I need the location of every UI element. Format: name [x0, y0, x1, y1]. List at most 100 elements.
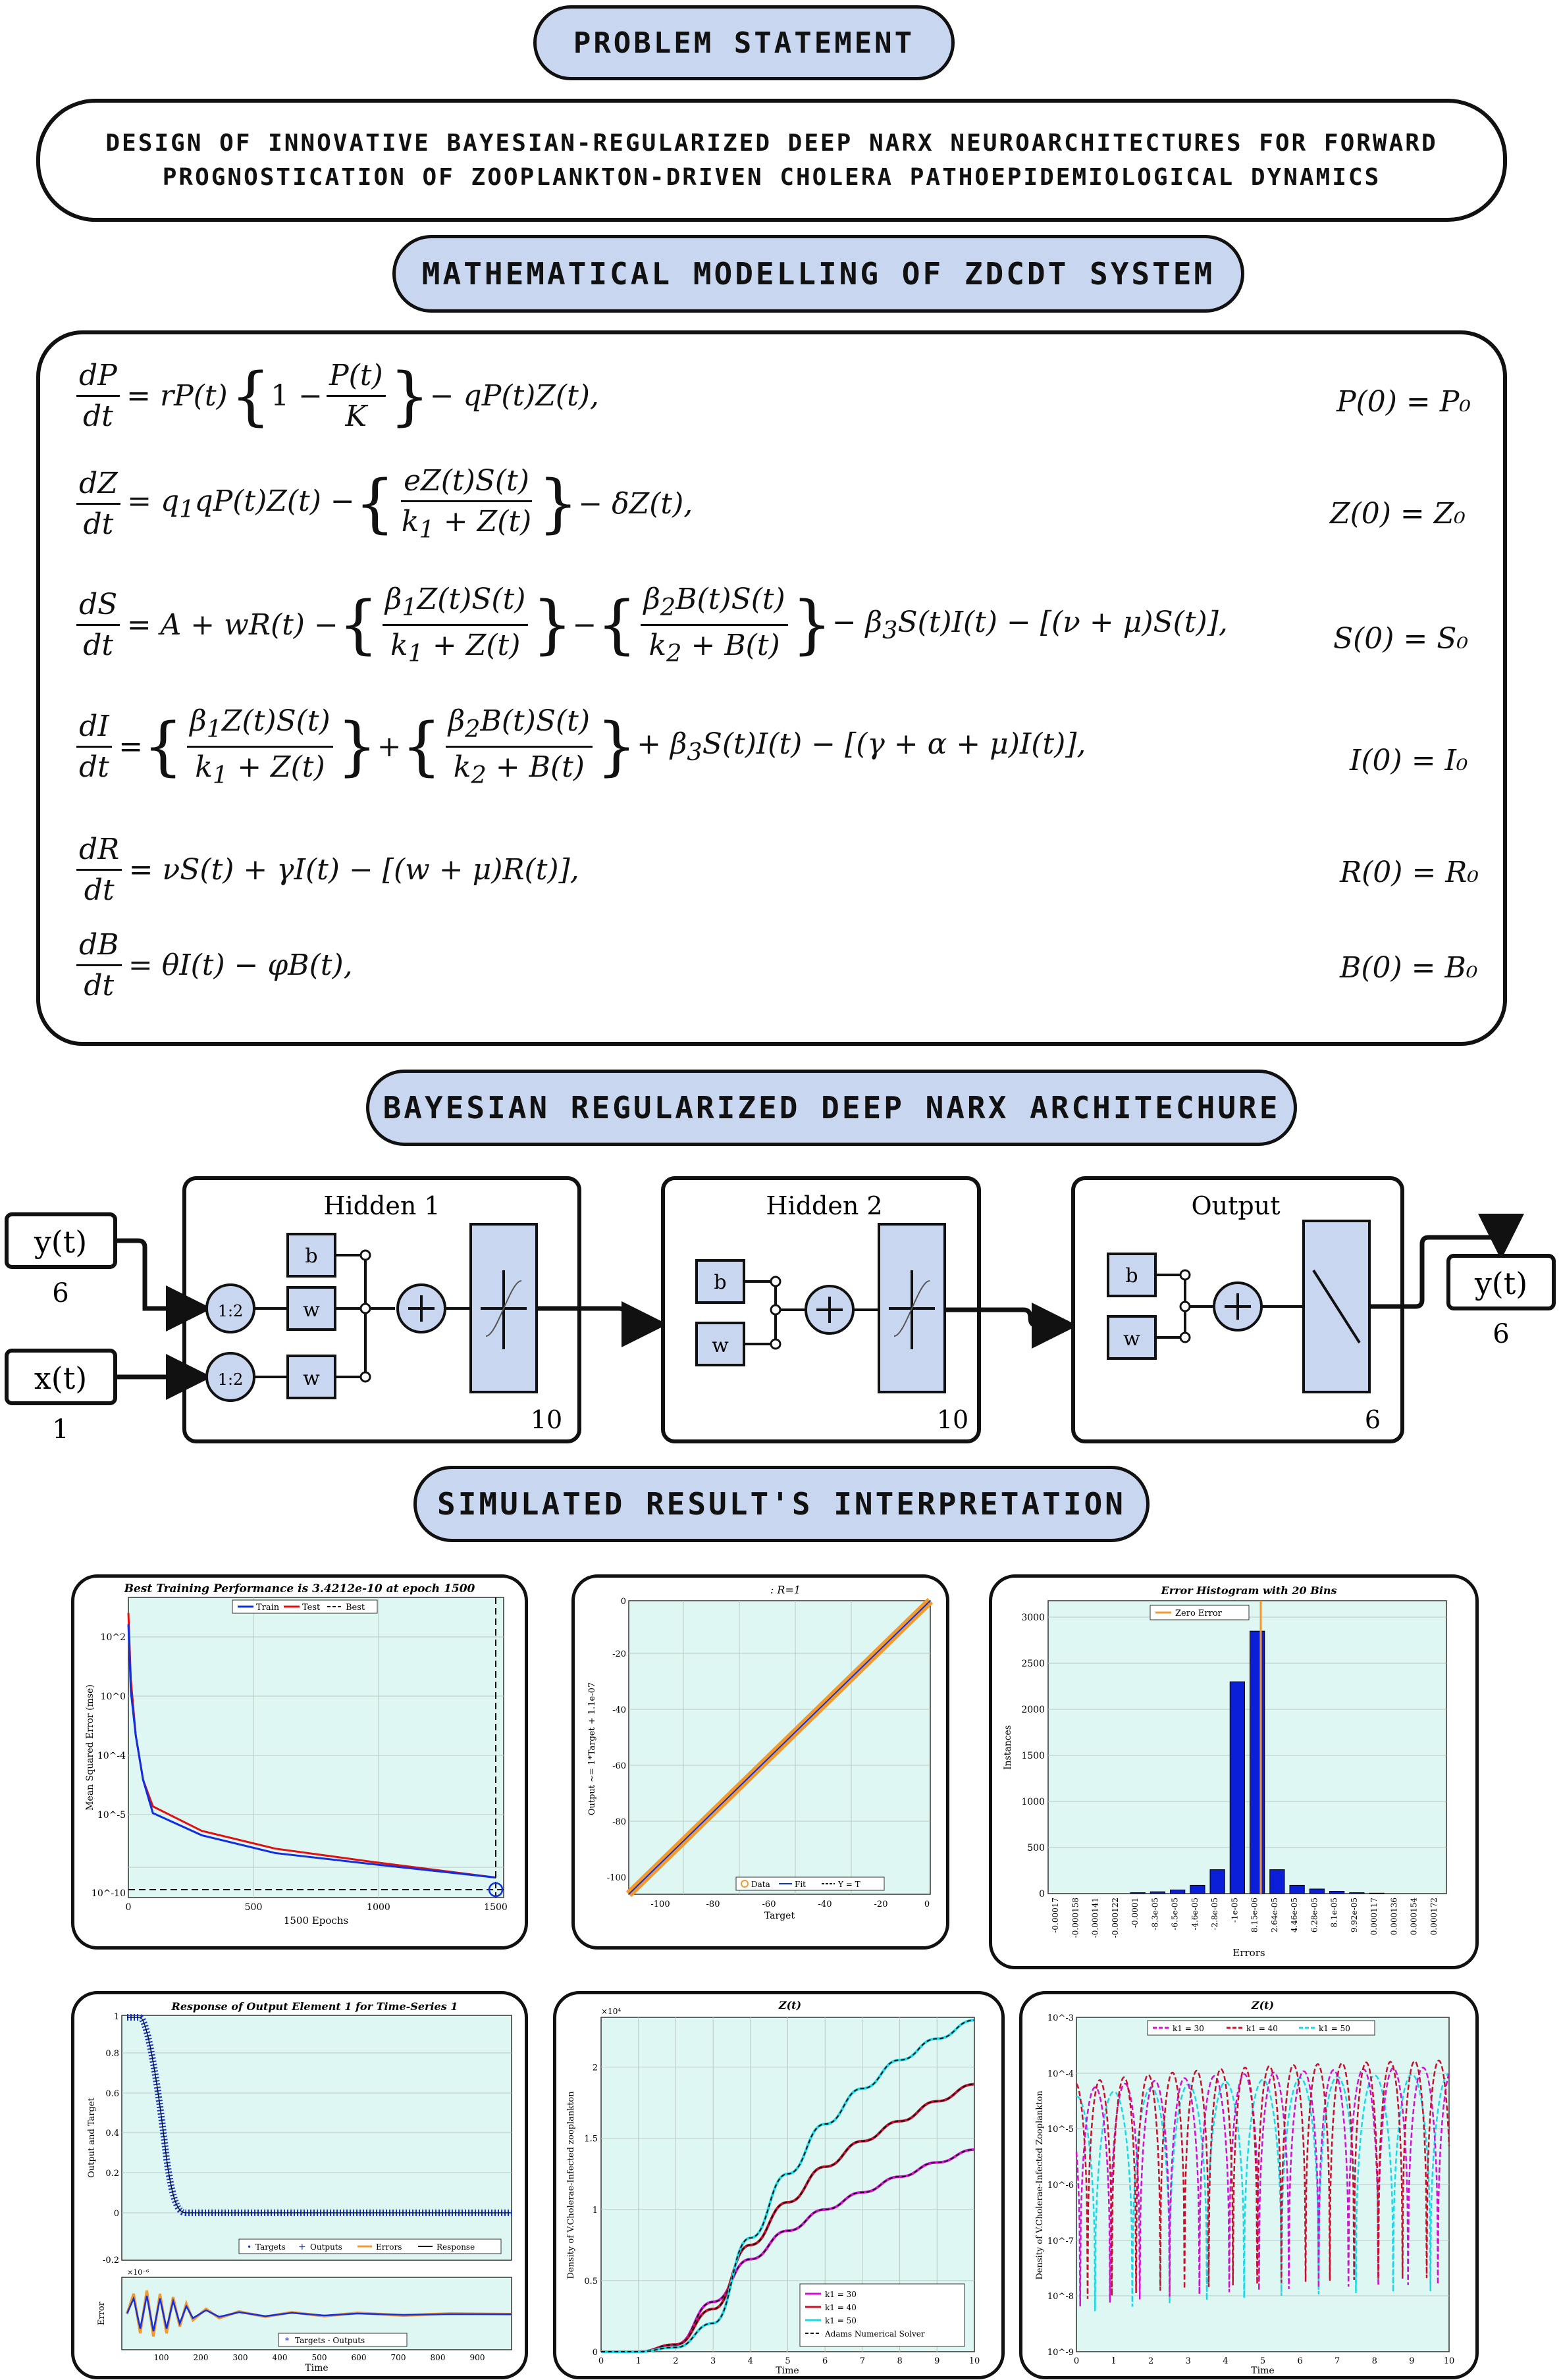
resp-xtick: 400	[273, 2353, 288, 2362]
delay-label-x: 1:2	[218, 1370, 244, 1389]
zt-xtick: 0	[598, 2356, 604, 2366]
ztlog-ytick-4: 10^-4	[1047, 2069, 1074, 2079]
hist-xtick: 6.28e-05	[1310, 1898, 1319, 1932]
resp-xlabel: Time	[305, 2363, 328, 2373]
reg-ytick-20: -20	[612, 1649, 626, 1659]
hist-xtick: 8.15e-06	[1250, 1898, 1259, 1932]
perf-xtick-1500: 1500	[484, 1902, 508, 1913]
zt-xtick: 9	[934, 2356, 939, 2366]
zt-legend-adams: Adams Numerical Solver	[824, 2329, 925, 2339]
hist-xtick: 0.000172	[1429, 1898, 1439, 1935]
hist-xtick: 0.000136	[1389, 1898, 1398, 1935]
hist-bar	[1289, 1884, 1305, 1894]
zt-ytick: 1	[593, 2206, 598, 2215]
zt-xtick: 3	[710, 2356, 716, 2366]
hist-bar	[1269, 1869, 1285, 1894]
hidden2-bias-label: b	[714, 1271, 726, 1294]
reg-xtick-80: -80	[706, 1900, 720, 1909]
hist-bar	[1170, 1889, 1186, 1894]
zt-title: Z(t)	[778, 1999, 801, 2011]
ztlog-legend-k40: k1 = 40	[1246, 2024, 1278, 2033]
ic-B: B(0) = B₀	[1340, 951, 1478, 985]
perf-ylabel: Mean Squared Error (mse)	[85, 1684, 95, 1811]
zt-ytick: 2	[593, 2063, 598, 2073]
hidden1-weight-x-label: w	[303, 1367, 320, 1390]
resp-xtick: 600	[352, 2353, 367, 2362]
panel-zt-linear: Z(t) ×10⁴ k1 = 30 k1 = 40 k1 = 50 Adams …	[553, 1991, 1005, 2379]
resp-ytick-0: 0	[114, 2209, 119, 2219]
input-y-size: 6	[52, 1278, 68, 1308]
zt-adams-overlay	[600, 2019, 975, 2352]
hidden2-weight	[695, 1322, 745, 1366]
reg-xtick-60: -60	[762, 1900, 776, 1909]
hidden1-weight-y-label: w	[303, 1299, 320, 1322]
hist-ylabel: Instances	[1003, 1725, 1013, 1770]
resp-ylabel: Output and Target	[87, 2097, 97, 2178]
zt-legend-k40: k1 = 40	[825, 2303, 857, 2312]
ztlog-legend-k50: k1 = 50	[1319, 2024, 1350, 2033]
hist-bar	[1190, 1884, 1205, 1894]
zt-legend-k50: k1 = 50	[825, 2316, 857, 2325]
delay-label-y: 1:2	[218, 1302, 244, 1320]
hist-bar	[1130, 1892, 1146, 1894]
zt-xtick: 7	[860, 2356, 865, 2366]
ic-R: R(0) = R₀	[1340, 856, 1479, 889]
ztlog-ytick-8: 10^-8	[1047, 2292, 1074, 2302]
ztlog-xlabel: Time	[1251, 2366, 1274, 2376]
resp-error-legend: Targets - Outputs	[295, 2336, 365, 2345]
perf-ytick-4: 10^-5	[97, 1810, 126, 1821]
chart-zt-log: Z(t) k1 = 30 k1 = 40 k1 = 50 10^-3 10^-4…	[1035, 1999, 1455, 2376]
resp-error-ylabel: Error	[97, 2301, 107, 2325]
hist-ytick-1000: 1000	[1021, 1797, 1045, 1807]
zt-exponent: ×10⁴	[601, 2007, 621, 2016]
ztlog-xtick: 5	[1260, 2356, 1265, 2366]
chart-regression: : R=1 Data Fit Y = T 0 -20 -40 -60 -80 -…	[587, 1584, 934, 1921]
perf-ytick-5: 10^-10	[92, 1888, 126, 1899]
hidden1-bias-label: b	[305, 1245, 317, 1268]
ztlog-ytick-5: 10^-5	[1047, 2125, 1074, 2134]
hist-ytick-2500: 2500	[1021, 1659, 1045, 1669]
perf-legend-best: Best	[346, 1603, 365, 1613]
zt-ytick: 1.5	[584, 2134, 598, 2144]
zt-xtick: 6	[822, 2356, 828, 2366]
hist-xtick: -0.00017	[1051, 1898, 1060, 1933]
zt-xtick: 4	[748, 2356, 753, 2366]
resp-xtick: 200	[194, 2353, 209, 2362]
ic-I: I(0) = I₀	[1350, 744, 1468, 777]
hist-xtick: 4.46e-05	[1290, 1898, 1299, 1932]
input-x-size: 1	[52, 1414, 68, 1445]
hist-xtick: -0.000141	[1091, 1898, 1100, 1938]
header-problem-statement: PROBLEM STATEMENT	[533, 5, 955, 80]
hist-xtick: -2.8e-05	[1210, 1898, 1219, 1930]
problem-title-line2: PROGNOSTICATION OF ZOOPLANKTON-DRIVEN CH…	[162, 163, 1381, 191]
hist-bar	[1369, 1892, 1385, 1894]
input-y-label: y(t)	[34, 1224, 87, 1260]
hist-bar	[1309, 1888, 1325, 1894]
reg-ytick-80: -80	[612, 1817, 626, 1827]
narx-architecture-diagram: y(t) 6 x(t) 1 Hidden 1 10 1:2 1:2 b w w …	[5, 1176, 1556, 1445]
ztlog-series-k30	[1075, 2066, 1450, 2307]
hidden2-label: Hidden 2	[766, 1191, 882, 1220]
hist-xtick: -0.000158	[1071, 1898, 1080, 1938]
problem-title-line1: DESIGN OF INNOVATIVE BAYESIAN-REGULARIZE…	[105, 129, 1438, 157]
hist-xtick: 0.000117	[1369, 1898, 1379, 1935]
hidden2-bias	[695, 1259, 745, 1304]
hist-ytick-1500: 1500	[1021, 1751, 1045, 1761]
resp-legend-outputs: Outputs	[310, 2242, 342, 2252]
ztlog-xtick: 0	[1074, 2356, 1079, 2366]
reg-legend-data: Data	[751, 1880, 770, 1889]
hist-xtick: -1e-05	[1230, 1898, 1239, 1923]
output-y-size: 6	[1493, 1319, 1509, 1349]
ztlog-ytick-9: 10^-9	[1047, 2348, 1074, 2358]
ztlog-legend-k30: k1 = 30	[1173, 2024, 1204, 2033]
hist-bar	[1250, 1630, 1265, 1894]
perf-xlabel: 1500 Epochs	[284, 1915, 348, 1927]
ztlog-xtick: 7	[1335, 2356, 1340, 2366]
output-y-box	[1446, 1254, 1556, 1310]
equations-box	[36, 330, 1507, 1046]
resp-legend-errors: Errors	[376, 2242, 402, 2252]
hist-ytick-3000: 3000	[1021, 1613, 1045, 1623]
ztlog-xtick: 10	[1444, 2356, 1455, 2366]
perf-series-train	[127, 1624, 496, 1879]
